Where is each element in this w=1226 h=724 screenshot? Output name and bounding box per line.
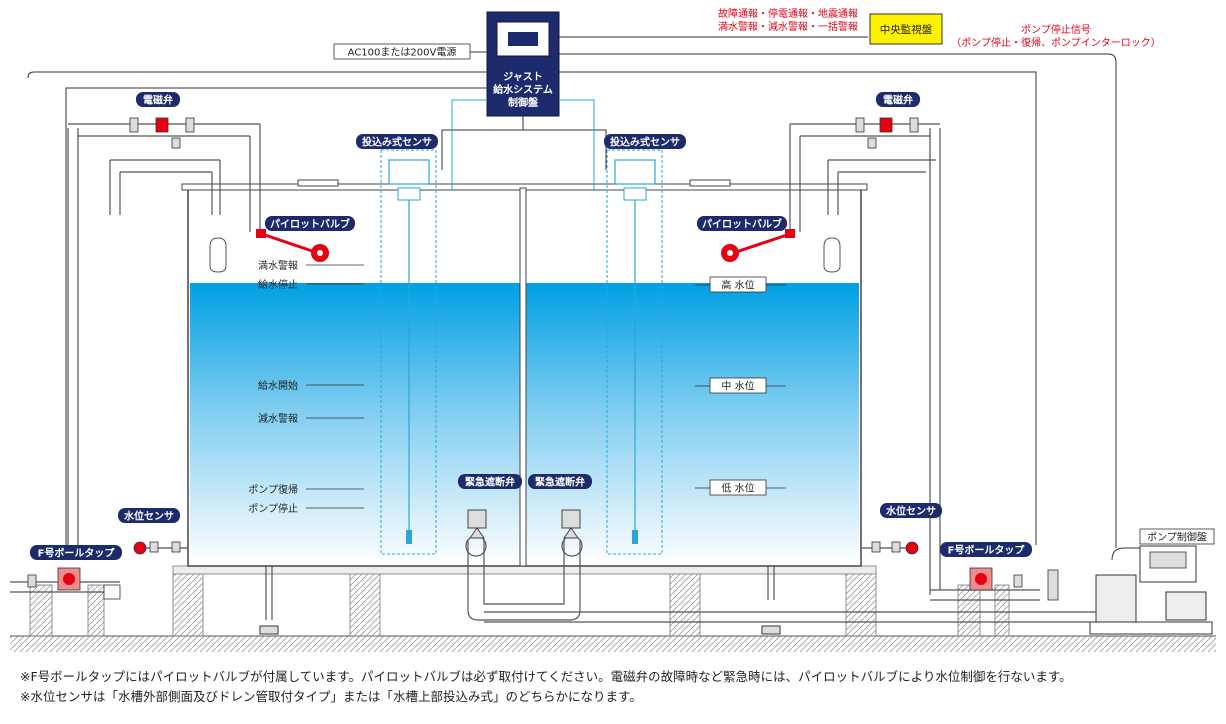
- tank-foundation: [29, 571, 1010, 637]
- level-pump-stop: ポンプ停止: [248, 502, 298, 515]
- solenoid-valve-left: [129, 117, 195, 149]
- tank-partition: [519, 187, 527, 567]
- badge-emergency-left-text: 緊急遮断弁: [465, 476, 515, 489]
- badge-emergency-left: 緊急遮断弁: [458, 474, 522, 489]
- badge-ball-tap-right: F号ボールタップ: [940, 542, 1032, 557]
- level-high: 高 水位: [721, 279, 754, 292]
- level-overflow-alarm: 満水警報: [258, 259, 298, 272]
- control-wiring: [27, 71, 1037, 550]
- emergency-valve-right: [561, 509, 581, 539]
- solenoid-valve-right: [855, 117, 919, 149]
- footnote-1: ※F号ボールタップにはパイロットバルブが付属しています。パイロットバルブは必ず取…: [20, 669, 1072, 684]
- level-supply-start: 給水開始: [258, 379, 298, 392]
- badge-sensor-left: 投込み式センサ: [356, 134, 438, 149]
- badge-level-sensor-right: 水位センサ: [880, 503, 942, 518]
- central-monitor-panel: [869, 13, 943, 45]
- badge-level-sensor-right-text: 水位センサ: [885, 505, 936, 518]
- badge-solenoid-right-text: 電磁弁: [883, 94, 913, 107]
- badge-emergency-right-text: 緊急遮断弁: [535, 476, 585, 489]
- badge-pilot-right: パイロットバルブ: [697, 216, 787, 231]
- tank-drains: [259, 566, 781, 635]
- pump-panel-label: ポンプ制御盤: [1147, 531, 1207, 544]
- level-supply-stop: 給水停止: [258, 278, 298, 291]
- pump-unit: [1040, 545, 1213, 635]
- badge-ball-tap-right-text: F号ボールタップ: [948, 544, 1026, 557]
- badge-pilot-left: パイロットバルブ: [265, 216, 355, 231]
- power-label: AC100または200V電源: [348, 46, 457, 59]
- badge-emergency-right: 緊急遮断弁: [528, 474, 592, 489]
- sensor-cable: [451, 99, 595, 190]
- badge-sensor-left-text: 投込み式センサ: [362, 136, 432, 149]
- pump-stop-signal-line1: ポンプ停止信号: [1021, 23, 1091, 36]
- ball-tap-right: [930, 567, 1040, 601]
- sensor-zone-left: [380, 149, 437, 555]
- pilot-valve-right: [721, 229, 795, 262]
- badge-sensor-right: 投込み式センサ: [604, 134, 686, 149]
- alarm-text-line2: 満水警報・減水警報・一括警報: [718, 20, 858, 33]
- level-low-alarm: 減水警報: [258, 412, 298, 425]
- pump-stop-signal-line2: （ポンプ停止・復帰、ポンプインターロック）: [951, 36, 1160, 49]
- overflow-fittings: [209, 237, 841, 273]
- immersion-sensor-left: [388, 159, 430, 544]
- badge-sensor-right-text: 投込み式センサ: [610, 136, 680, 149]
- level-middle: 中 水位: [721, 380, 754, 393]
- level-low: 低 水位: [721, 482, 754, 495]
- ball-tap-left: [10, 567, 121, 600]
- sensor-zone-right: [606, 149, 663, 555]
- badge-solenoid-left-text: 電磁弁: [143, 94, 173, 107]
- level-leader-lines: [306, 264, 786, 509]
- pump-panel-label-box: [1139, 528, 1215, 545]
- level-pump-restart: ポンプ復帰: [248, 483, 298, 496]
- alarm-text-line1: 故障通報・停電通報・地震通報: [718, 7, 858, 20]
- level-sensor-right: [862, 541, 919, 555]
- control-panel-title-3: 制御盤: [508, 96, 539, 109]
- badge-solenoid-right: 電磁弁: [876, 92, 920, 107]
- emergency-valve-left: [467, 509, 487, 539]
- badge-pilot-right-text: パイロットバルブ: [702, 218, 782, 231]
- badge-level-sensor-left-text: 水位センサ: [123, 510, 174, 523]
- pilot-valve-left: [256, 229, 329, 262]
- level-sensor-left: [133, 541, 188, 555]
- ground-hatch: [10, 636, 1216, 652]
- badge-solenoid-left: 電磁弁: [136, 92, 180, 107]
- central-monitor-label: 中央監視盤: [880, 23, 933, 36]
- badge-level-sensor-left: 水位センサ: [118, 508, 180, 523]
- badge-pilot-left-text: パイロットバルブ: [270, 218, 350, 231]
- immersion-sensor-right: [614, 159, 656, 544]
- emergency-drain-pipes: [465, 535, 1040, 623]
- badge-ball-tap-left-text: F号ボールタップ: [38, 547, 116, 560]
- badge-ball-tap-left: F号ボールタップ: [30, 545, 122, 560]
- control-panel-title-2: 給水システム: [493, 83, 553, 96]
- footnote-2: ※水位センサは「水槽外部側面及びドレン管取付タイプ」または「水槽上部投込み式」の…: [20, 689, 642, 704]
- control-panel-title-1: ジャスト: [503, 71, 543, 83]
